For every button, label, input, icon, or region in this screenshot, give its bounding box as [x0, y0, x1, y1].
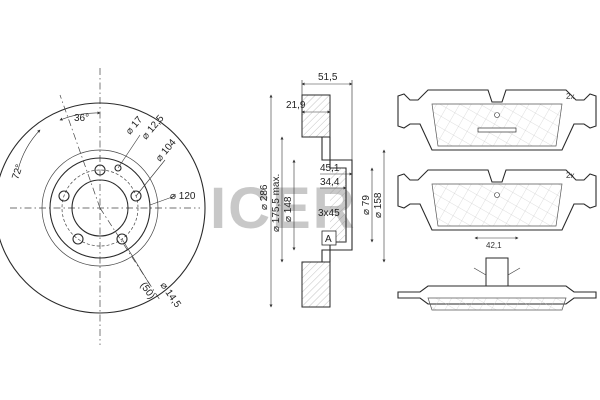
pad-middle-friction: [431, 183, 563, 227]
brake-pads-view: 2x 2x 42,1: [397, 89, 597, 311]
dim-34-4-label: 34,4: [320, 177, 340, 188]
dia-14-5-label: ⌀ 14,5: [158, 280, 183, 310]
centerline-angled: [59, 94, 101, 209]
leader-dia-17: [117, 134, 141, 169]
bolt-hole-4: [72, 233, 84, 245]
angle-72-arc: [17, 129, 41, 171]
pad-top-slot: [477, 127, 517, 133]
dia-148-label: ⌀ 148: [283, 196, 294, 222]
dim-51-5-label: 51,5: [318, 72, 338, 83]
section-marker-box: [321, 230, 337, 246]
dim-42-1-label: 42,1: [486, 241, 502, 250]
angle-72-label: 72°: [10, 163, 25, 181]
chamfer-label: 3x45: [318, 208, 340, 219]
dia-79-label: ⌀ 79: [361, 195, 372, 215]
friction-ring-inner: [41, 149, 159, 267]
bolt-hole-5: [58, 190, 70, 202]
clip-spring-left: [473, 267, 487, 276]
friction-ring-lower-section: [301, 261, 331, 308]
dia-104-label: ⌀ 104: [154, 137, 179, 164]
section-marker-label: A: [325, 234, 332, 245]
pad-top-quantity: 2x: [566, 92, 574, 101]
wear-sensor-clip: [485, 257, 509, 287]
hub-outer-circle: [49, 157, 151, 259]
leader-dia-14-5: [121, 238, 151, 286]
friction-ring-upper-section: [301, 94, 331, 138]
dim-21-9-label: 21,9: [286, 100, 306, 111]
pad-top-hole: [494, 112, 500, 118]
disc-front-view: 36° 72° ⌀ 17 ⌀ 12,5 ⌀ 104 ⌀ 120 (50) ⌀ 1…: [0, 68, 206, 345]
leader-dia-104: [135, 159, 166, 197]
disc-section-view: 51,5 21,9 ⌀ 286 ⌀ 175,5 max. ⌀ 148 ⌀ 79 …: [259, 72, 386, 308]
pad-middle-hole: [494, 192, 500, 198]
disc-outer-circle: [0, 102, 206, 314]
bolt-circle: [61, 169, 139, 247]
dia-286-label: ⌀ 286: [259, 184, 270, 210]
hat-section-fill: [330, 168, 346, 242]
bolt-hole-2: [130, 190, 142, 202]
pad-middle-quantity: 2x: [566, 171, 574, 180]
angle-36-arc: [59, 111, 101, 121]
angle-36-label: 36°: [74, 113, 89, 124]
pad-top-friction: [431, 103, 563, 147]
pad-side-friction: [427, 297, 567, 311]
bolt-hole-1: [94, 164, 106, 176]
clip-spring-right: [507, 267, 521, 276]
dia-175-5-label: ⌀ 175,5 max.: [271, 174, 282, 232]
dia-120-label: ⌀ 120: [170, 191, 196, 202]
center-bore-circle: [71, 179, 129, 237]
locating-hole: [114, 164, 122, 172]
hat-profile: [321, 137, 353, 262]
bolt-hole-3: [116, 233, 128, 245]
dia-158-label: ⌀ 158: [373, 192, 384, 218]
leader-dia-120: [149, 195, 176, 206]
dim-45-1-label: 45,1: [320, 163, 340, 174]
